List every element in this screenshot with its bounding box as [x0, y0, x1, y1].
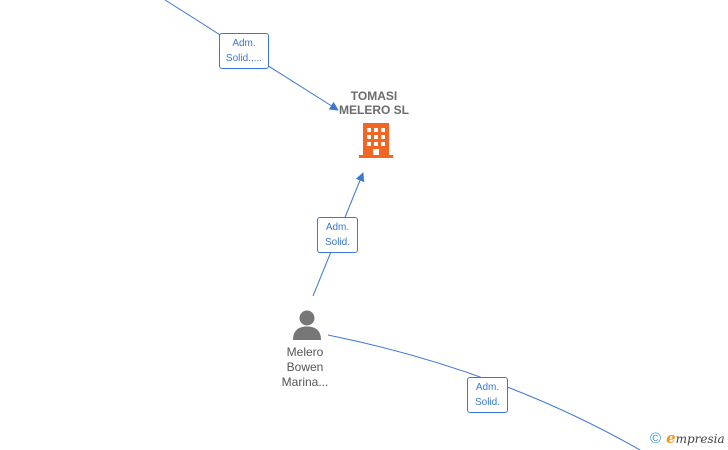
- copyright-icon: ©: [650, 429, 662, 447]
- building-icon[interactable]: [359, 123, 393, 164]
- footer-brand: © empresia: [650, 428, 725, 448]
- company-name[interactable]: TOMASI MELERO SL: [338, 89, 409, 117]
- brand-initial: e: [666, 429, 676, 447]
- brand-rest: mpresia: [675, 432, 725, 446]
- brand-logo: empresia: [666, 429, 725, 447]
- edge-label-person-company[interactable]: Adm. Solid.: [317, 217, 358, 253]
- person-name[interactable]: Melero Bowen Marina...: [281, 345, 329, 389]
- person-icon[interactable]: [291, 309, 323, 346]
- edge-label-bottom[interactable]: Adm. Solid.: [467, 377, 508, 413]
- edge-label-top[interactable]: Adm. Solid.,...: [219, 33, 269, 69]
